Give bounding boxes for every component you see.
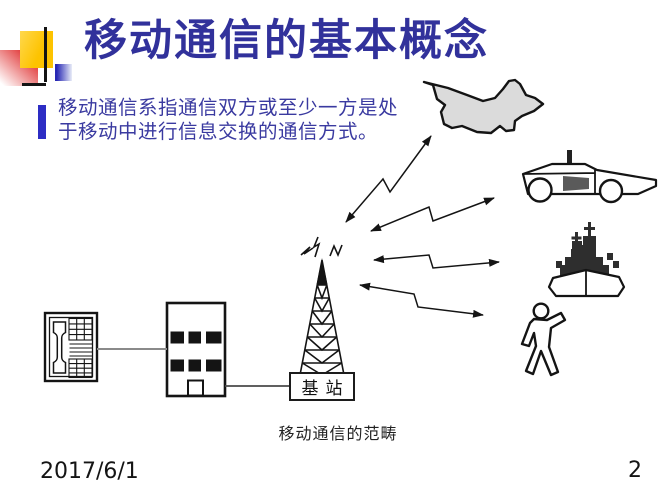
building-icon — [165, 301, 227, 398]
base-station-label-box: 基站 — [289, 372, 355, 401]
pedestrian-icon — [520, 302, 567, 377]
radio-wave-to-airplane — [345, 135, 432, 223]
bullet-bar — [38, 105, 46, 139]
base-station-label: 基站 — [301, 379, 350, 399]
base-station-tower-icon — [299, 236, 345, 376]
page-number: 2 — [628, 458, 642, 483]
telephone-icon — [43, 311, 99, 383]
decoration-vertical-line — [44, 27, 47, 82]
car-wheel — [527, 177, 553, 203]
radio-spark-icon — [300, 236, 343, 258]
ship-mast-cross — [584, 222, 595, 237]
radio-wave-to-ship — [373, 254, 500, 269]
decoration-yellow-square — [20, 31, 53, 68]
ship-icon — [547, 222, 626, 298]
car-antenna — [567, 150, 572, 166]
car-icon — [521, 150, 658, 204]
decoration-blue-square — [55, 64, 72, 81]
car-wheel — [598, 178, 624, 204]
diagram-caption: 移动通信的范畴 — [278, 424, 398, 443]
telephone-handset — [52, 321, 67, 374]
ship-mast-cross — [571, 232, 582, 250]
airplane-icon — [422, 78, 545, 135]
footer-date: 2017/6/1 — [40, 459, 139, 484]
slide-body-text: 移动通信系指通信双方或至少一方是处于移动中进行信息交换的通信方式。 — [58, 96, 399, 143]
radio-wave-to-car — [370, 197, 495, 232]
radio-wave-arrows — [345, 135, 500, 318]
radio-wave-to-pedestrian — [359, 282, 484, 318]
slide-title: 移动通信的基本概念 — [84, 16, 489, 66]
building-door — [187, 379, 204, 397]
decoration-horizontal-line — [22, 83, 46, 86]
